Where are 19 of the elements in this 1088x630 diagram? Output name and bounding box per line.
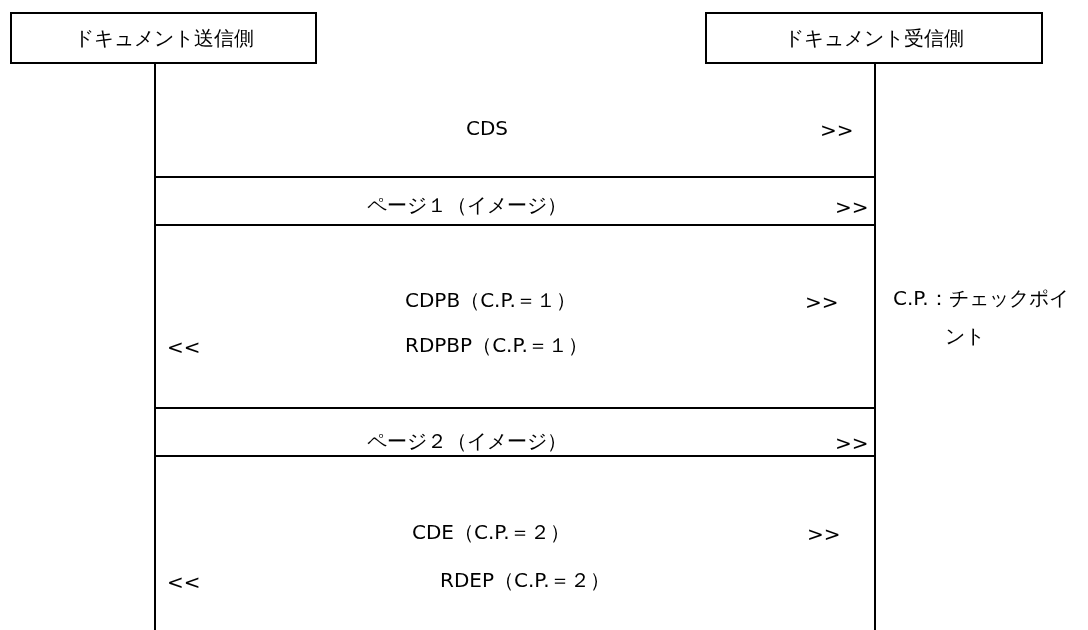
message-label: CDPB（C.P.＝１） bbox=[405, 288, 576, 312]
message-label: ページ２（イメージ） bbox=[367, 429, 567, 453]
direction-mark: << bbox=[167, 335, 201, 359]
lifeline bbox=[154, 63, 156, 630]
message-label: ページ１（イメージ） bbox=[367, 193, 567, 217]
message-label: RDPBP（C.P.＝１） bbox=[405, 333, 588, 357]
note-text: C.P.：チェックポイント bbox=[893, 285, 1070, 350]
direction-mark: >> bbox=[835, 195, 869, 219]
lifeline bbox=[874, 63, 876, 630]
direction-mark: >> bbox=[805, 290, 839, 314]
lifeline-header-box: ドキュメント受信側 bbox=[705, 12, 1043, 64]
direction-mark: >> bbox=[835, 431, 869, 455]
direction-mark: >> bbox=[820, 118, 854, 142]
direction-mark: >> bbox=[807, 522, 841, 546]
lifeline-header-box: ドキュメント送信側 bbox=[10, 12, 317, 64]
direction-mark: << bbox=[167, 570, 201, 594]
message-label: CDE（C.P.＝２） bbox=[412, 520, 570, 544]
message-label: CDS bbox=[465, 116, 509, 140]
message-label: RDEP（C.P.＝２） bbox=[440, 568, 610, 592]
